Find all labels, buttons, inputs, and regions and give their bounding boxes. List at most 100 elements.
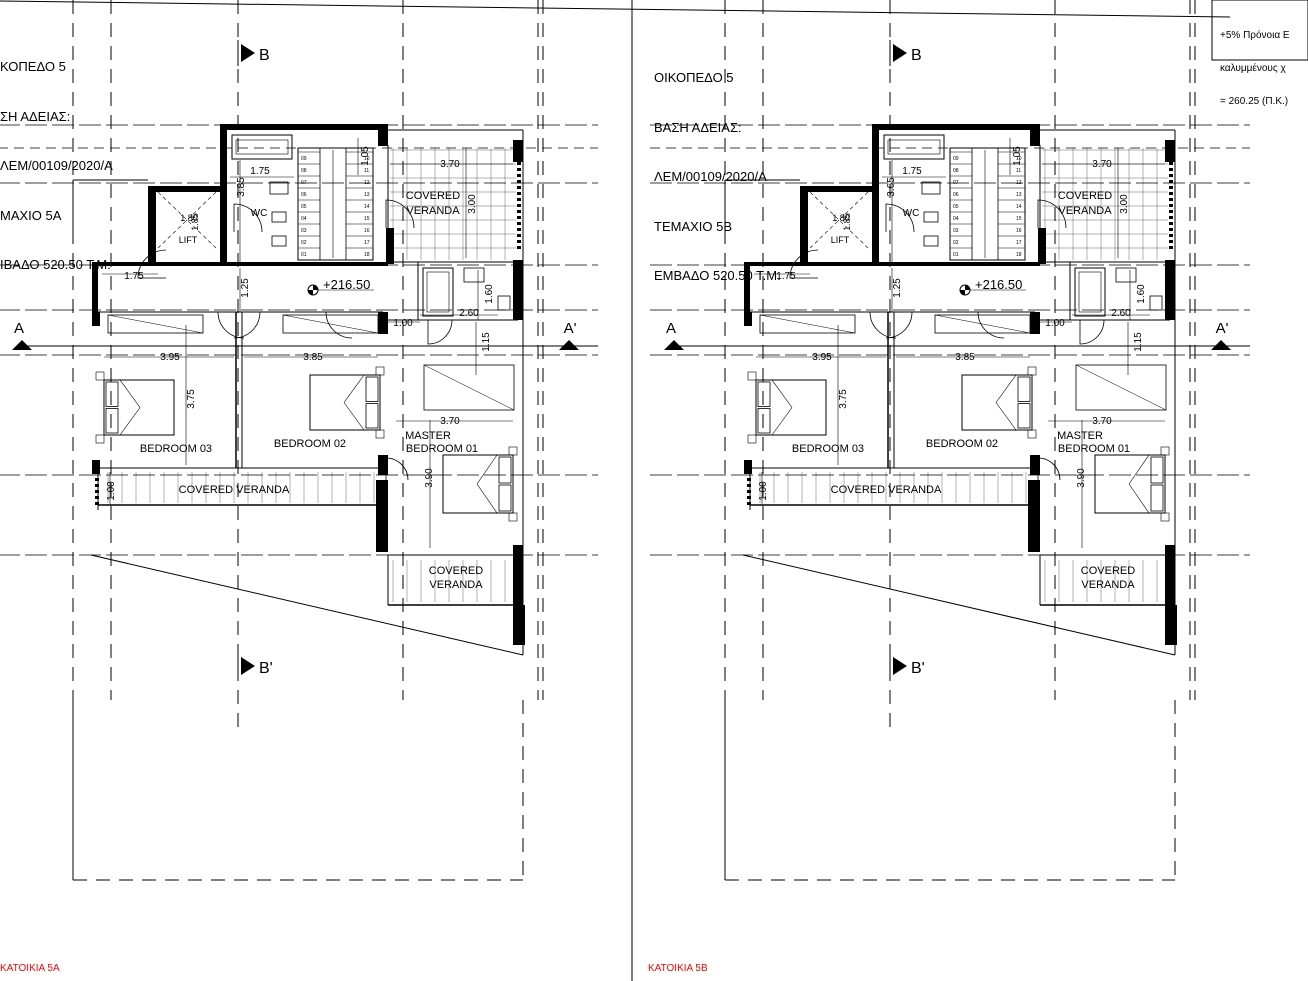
stair-number: 15 (364, 216, 370, 222)
bed (961, 374, 1033, 431)
wall (378, 455, 388, 475)
dimension-label: 1.85 (842, 213, 852, 231)
dimension-label: 1.00 (758, 481, 769, 501)
railing-post (1169, 589, 1173, 592)
railing-post (1169, 180, 1173, 183)
bed (309, 374, 381, 431)
bed-pillow (757, 381, 771, 407)
dimension-label: 3.90 (424, 468, 435, 488)
wall (513, 545, 523, 605)
wall (744, 262, 750, 312)
railing-post (747, 484, 751, 487)
railing-post (517, 168, 521, 171)
railing-post (1169, 246, 1173, 249)
shower (1078, 271, 1102, 313)
stair-number: 09 (301, 156, 307, 162)
dimension-label: 3.85 (955, 352, 975, 363)
boundary-line (742, 554, 1176, 656)
wardrobe (282, 314, 379, 334)
railing-post (1169, 168, 1173, 171)
railing-post (1169, 186, 1173, 189)
sheet-label-5b: ΚΑΤΟΙΚΙΑ 5Β (648, 963, 708, 974)
room-label-bedroom-02: BEDROOM 02 (926, 438, 998, 450)
railing-post (1169, 162, 1173, 165)
railing-post (517, 180, 521, 183)
bed (442, 454, 514, 514)
railing-post (1169, 595, 1173, 598)
fixture (463, 267, 485, 283)
dimension-label: 1.75 (250, 166, 270, 177)
section-label-b: B (911, 47, 922, 64)
section-arrow-icon (241, 657, 255, 675)
stair-number: 03 (953, 228, 959, 234)
wall (744, 460, 752, 474)
railing-post (517, 565, 521, 568)
room-label-covered-veranda: VERANDA (1058, 205, 1112, 217)
dimension-label: 1.15 (481, 332, 492, 352)
wardrobe (282, 314, 379, 334)
fixture (271, 211, 287, 223)
stair-number: 03 (301, 228, 307, 234)
wall-lift (800, 186, 876, 192)
stair-number: 06 (301, 192, 307, 198)
dimension-label: 1.00 (1045, 318, 1065, 329)
wall (1038, 228, 1046, 264)
door-swing (1079, 319, 1105, 345)
railing-post (517, 246, 521, 249)
railing-post (1169, 210, 1173, 213)
room-label-covered-veranda: VERANDA (429, 579, 483, 591)
bathtub (887, 139, 941, 155)
section-label-b-prime: B' (911, 660, 925, 677)
wall (1030, 455, 1040, 475)
bathtub (231, 134, 293, 160)
room-label-bedroom-02: BEDROOM 02 (274, 438, 346, 450)
railing-post (517, 240, 521, 243)
bed-fold (995, 402, 1017, 431)
fixture (1115, 267, 1137, 283)
stair-number: 05 (301, 204, 307, 210)
section-arrow-icon (664, 340, 684, 350)
dimension-label: 1.05 (360, 146, 371, 166)
wall (1030, 312, 1040, 334)
room-label-master-bedroom: BEDROOM 01 (1058, 443, 1130, 455)
bed-fold (995, 374, 1017, 403)
wardrobe (423, 364, 515, 411)
bed-fold (1128, 483, 1150, 514)
door-swing (385, 199, 415, 229)
bed-fold (476, 483, 498, 514)
nightstand (95, 371, 105, 381)
stair-number: 02 (301, 240, 307, 246)
wall (220, 124, 227, 264)
wall-lift (148, 186, 224, 192)
plot-info-line: ΟΙΚΟΠΕΔΟ 5 (654, 70, 734, 85)
wardrobe (1075, 364, 1167, 411)
wall (1030, 124, 1040, 146)
railing-post (517, 583, 521, 586)
dimension-label: 3.70 (1092, 416, 1112, 427)
bed-fold (771, 379, 793, 408)
dimension-label: 1.80 (832, 213, 850, 223)
bed-pillow (1017, 376, 1031, 402)
dimension-label: 1.15 (1133, 332, 1144, 352)
plot-info-line: ΣΗ ΑΔΕΙΑΣ: (0, 108, 71, 124)
railing-post (1169, 240, 1173, 243)
dimension-label: 3.65 (886, 177, 897, 197)
dimension-label: 3.70 (440, 159, 460, 170)
wardrobe (759, 314, 856, 334)
door-swing (325, 311, 353, 339)
room-label-covered-veranda: COVERED (406, 190, 460, 202)
dimension-label: 3.95 (160, 352, 180, 363)
dimension-label: 3.85 (236, 177, 247, 197)
stair-number: 13 (364, 192, 370, 198)
stair-number: 10 (364, 156, 370, 162)
dimension-label: 1.25 (892, 278, 903, 298)
bed-pillow (105, 381, 119, 407)
sheet-top-border (0, 0, 1231, 18)
bed-fold (119, 407, 141, 436)
fixture (269, 181, 289, 195)
dimension-label: 3.70 (440, 416, 460, 427)
dimension-label: 1.75 (902, 166, 922, 177)
shower (422, 267, 454, 317)
stair-number: 17 (364, 240, 370, 246)
dimension-label: 3.70 (1092, 159, 1112, 170)
